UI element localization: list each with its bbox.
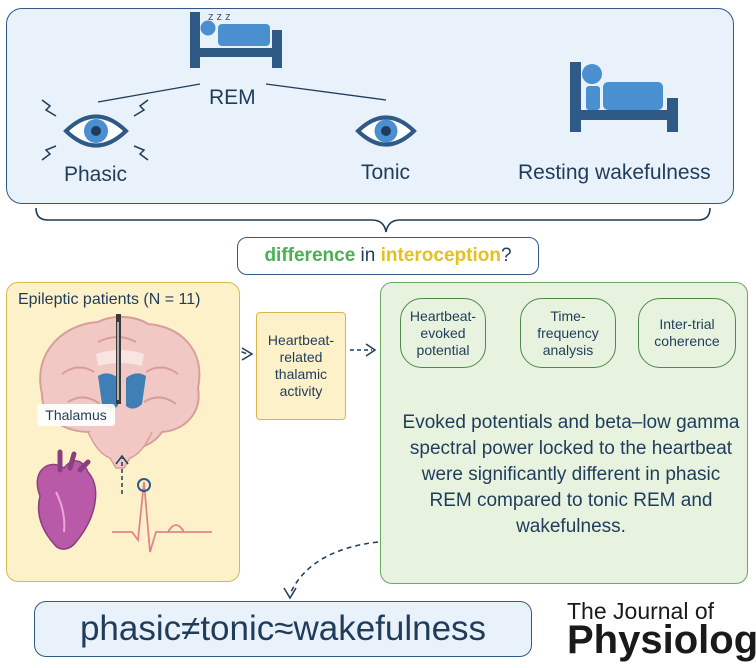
question-word-difference: difference <box>264 245 356 266</box>
thalamus-label: Thalamus <box>37 404 115 426</box>
tonic-eye-icon <box>355 115 417 147</box>
rem-to-tonic-line <box>265 83 387 101</box>
results-summary: Evoked potentials and beta–low gamma spe… <box>402 412 740 537</box>
patients-title: Epileptic patients (N = 11) <box>18 291 201 308</box>
phasic-label: Phasic <box>64 163 128 186</box>
interoception-question-box: difference in interoception? <box>237 237 539 275</box>
tonic-label: Tonic <box>361 161 411 184</box>
journal-logo-line1: The Journal of <box>567 598 715 624</box>
rem-to-phasic-line <box>97 83 201 103</box>
conclusion-arrowhead <box>283 587 297 600</box>
sleep-z-text: z z z <box>208 11 231 23</box>
phasic-eye-icon <box>63 114 129 148</box>
mid-to-right-arrowhead <box>365 343 377 357</box>
sleeping-bed-icon <box>190 12 282 68</box>
analysis-pill-itc: Inter-trial coherence <box>638 298 736 368</box>
analysis-pill-hep: Heartbeat-evoked potential <box>400 298 486 368</box>
analysis-pill-time-frequency: Time-frequency analysis <box>520 298 616 368</box>
brain-to-mid-arrowhead <box>241 347 254 361</box>
question-mark: ? <box>500 245 512 266</box>
resting-wakefulness-label: Resting wakefulness <box>518 161 711 184</box>
thalamic-activity-box: Heartbeat-related thalamic activity <box>256 312 346 420</box>
conclusion-box: phasic≠tonic≈wakefulness <box>34 601 532 657</box>
heart-icon <box>36 449 97 550</box>
eye-movement-arrows-icon <box>41 99 149 161</box>
ecg-icon <box>112 478 212 553</box>
rem-label: REM <box>209 86 256 109</box>
result-to-conclusion-connector <box>289 541 379 595</box>
patients-illustration <box>36 314 212 553</box>
resting-bed-icon <box>570 62 678 132</box>
ecg-to-brain-arrowhead <box>115 454 129 465</box>
journal-logo-line2: Physiology <box>567 618 756 662</box>
question-word-interoception: interoception <box>380 245 501 266</box>
question-word-in: in <box>355 245 381 266</box>
brain-icon <box>39 314 201 469</box>
top-brace <box>35 207 711 233</box>
